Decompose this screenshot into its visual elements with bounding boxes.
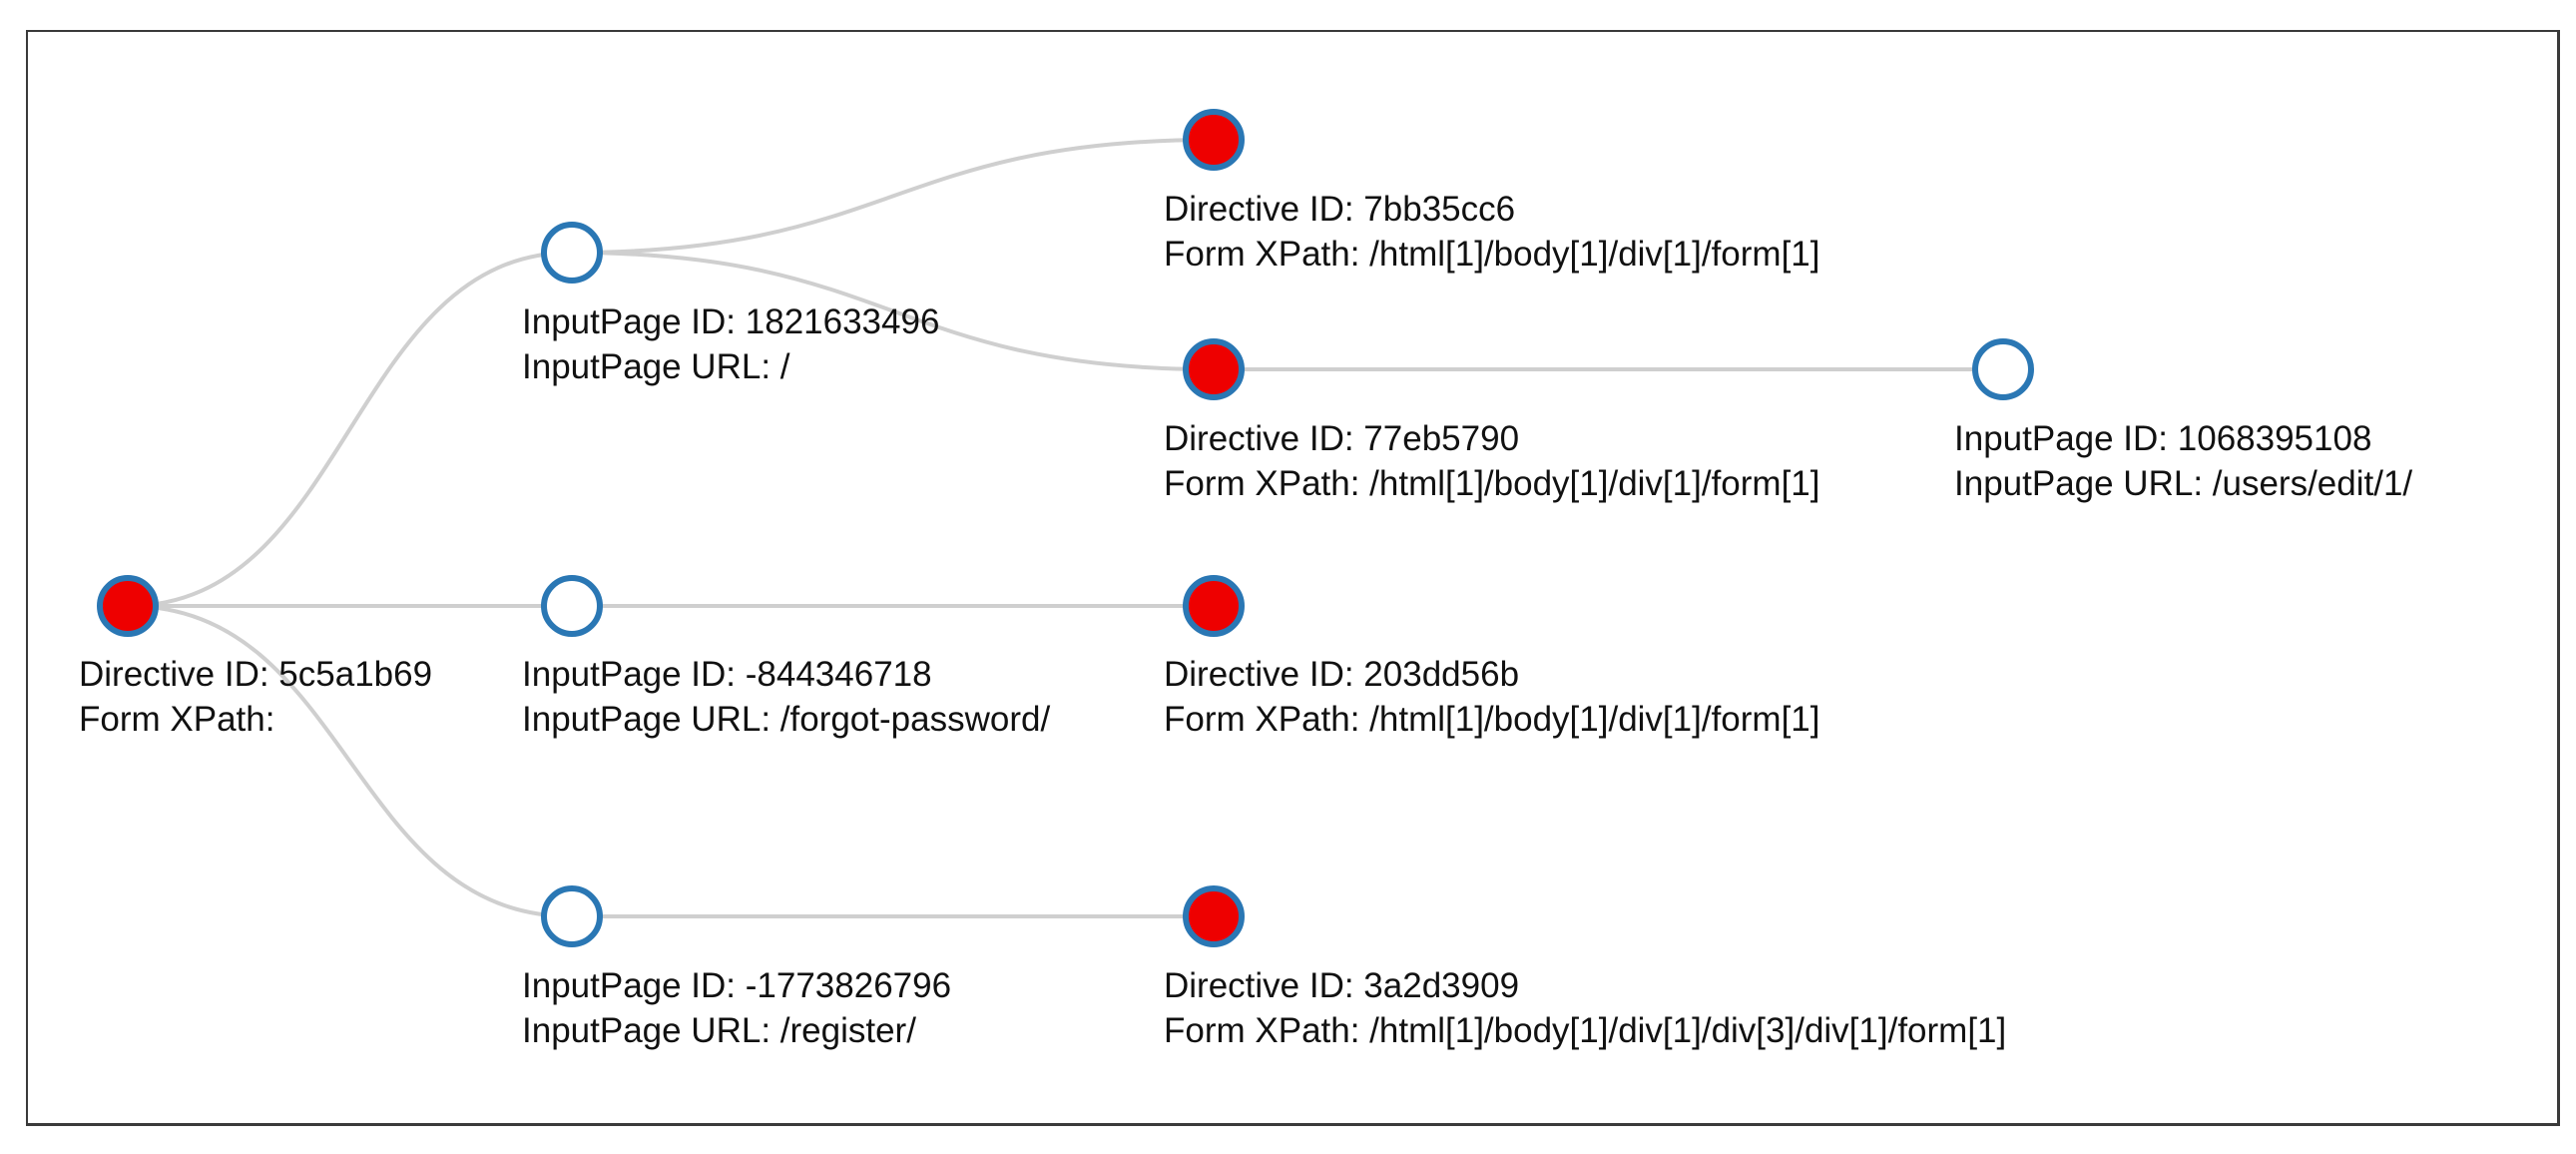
- inputpage-node-ip4[interactable]: [1972, 338, 2034, 400]
- directive-node-root[interactable]: [97, 575, 159, 637]
- nodes-layer: [97, 109, 2034, 947]
- link-root-to-ip1: [127, 251, 573, 608]
- links-layer: [127, 138, 2003, 919]
- directive-id-label: Directive ID: 3a2d3909: [1164, 966, 1520, 1005]
- inputpage-url-label: InputPage URL: /: [522, 347, 790, 386]
- inputpage-node-ip1[interactable]: [541, 222, 603, 284]
- link-ip1-to-d1: [571, 138, 1215, 255]
- form-xpath-label: Form XPath: /html[1]/body[1]/div[1]/form…: [1164, 700, 1820, 739]
- inputpage-id-label: InputPage ID: 1821633496: [522, 302, 940, 341]
- link-root-to-ip3: [127, 604, 573, 918]
- directive-node-d3[interactable]: [1183, 575, 1245, 637]
- form-xpath-label: Form XPath: /html[1]/body[1]/div[1]/div[…: [1164, 1011, 2007, 1050]
- inputpage-url-label: InputPage URL: /forgot-password/: [522, 700, 1051, 739]
- inputpage-node-ip2[interactable]: [541, 575, 603, 637]
- inputpage-url-label: InputPage URL: /users/edit/1/: [1954, 464, 2413, 503]
- form-xpath-label: Form XPath: /html[1]/body[1]/div[1]/form…: [1164, 235, 1820, 274]
- node-label-ip2: InputPage ID: -844346718 InputPage URL: …: [522, 652, 1050, 742]
- inputpage-node-ip3[interactable]: [541, 885, 603, 947]
- node-label-d1: Directive ID: 7bb35cc6 Form XPath: /html…: [1164, 187, 1819, 277]
- directive-id-label: Directive ID: 7bb35cc6: [1164, 190, 1516, 229]
- node-label-d2: Directive ID: 77eb5790 Form XPath: /html…: [1164, 416, 1819, 506]
- directive-id-label: Directive ID: 203dd56b: [1164, 655, 1520, 694]
- node-label-d4: Directive ID: 3a2d3909 Form XPath: /html…: [1164, 963, 2006, 1053]
- inputpage-id-label: InputPage ID: 1068395108: [1954, 419, 2372, 458]
- node-label-root: Directive ID: 5c5a1b69 Form XPath:: [79, 652, 432, 742]
- inputpage-id-label: InputPage ID: -1773826796: [522, 966, 952, 1005]
- diagram-frame: [26, 30, 2560, 1126]
- form-xpath-label: Form XPath:: [79, 700, 275, 739]
- inputpage-url-label: InputPage URL: /register/: [522, 1011, 916, 1050]
- node-label-ip1: InputPage ID: 1821633496 InputPage URL: …: [522, 299, 939, 389]
- inputpage-id-label: InputPage ID: -844346718: [522, 655, 932, 694]
- directive-node-d2[interactable]: [1183, 338, 1245, 400]
- directive-id-label: Directive ID: 5c5a1b69: [79, 655, 433, 694]
- node-label-d3: Directive ID: 203dd56b Form XPath: /html…: [1164, 652, 1819, 742]
- link-ip1-to-d2: [571, 251, 1215, 371]
- form-xpath-label: Form XPath: /html[1]/body[1]/div[1]/form…: [1164, 464, 1820, 503]
- node-label-ip4: InputPage ID: 1068395108 InputPage URL: …: [1954, 416, 2412, 506]
- directive-id-label: Directive ID: 77eb5790: [1164, 419, 1520, 458]
- directive-node-d1[interactable]: [1183, 109, 1245, 171]
- directive-node-d4[interactable]: [1183, 885, 1245, 947]
- node-label-ip3: InputPage ID: -1773826796 InputPage URL:…: [522, 963, 951, 1053]
